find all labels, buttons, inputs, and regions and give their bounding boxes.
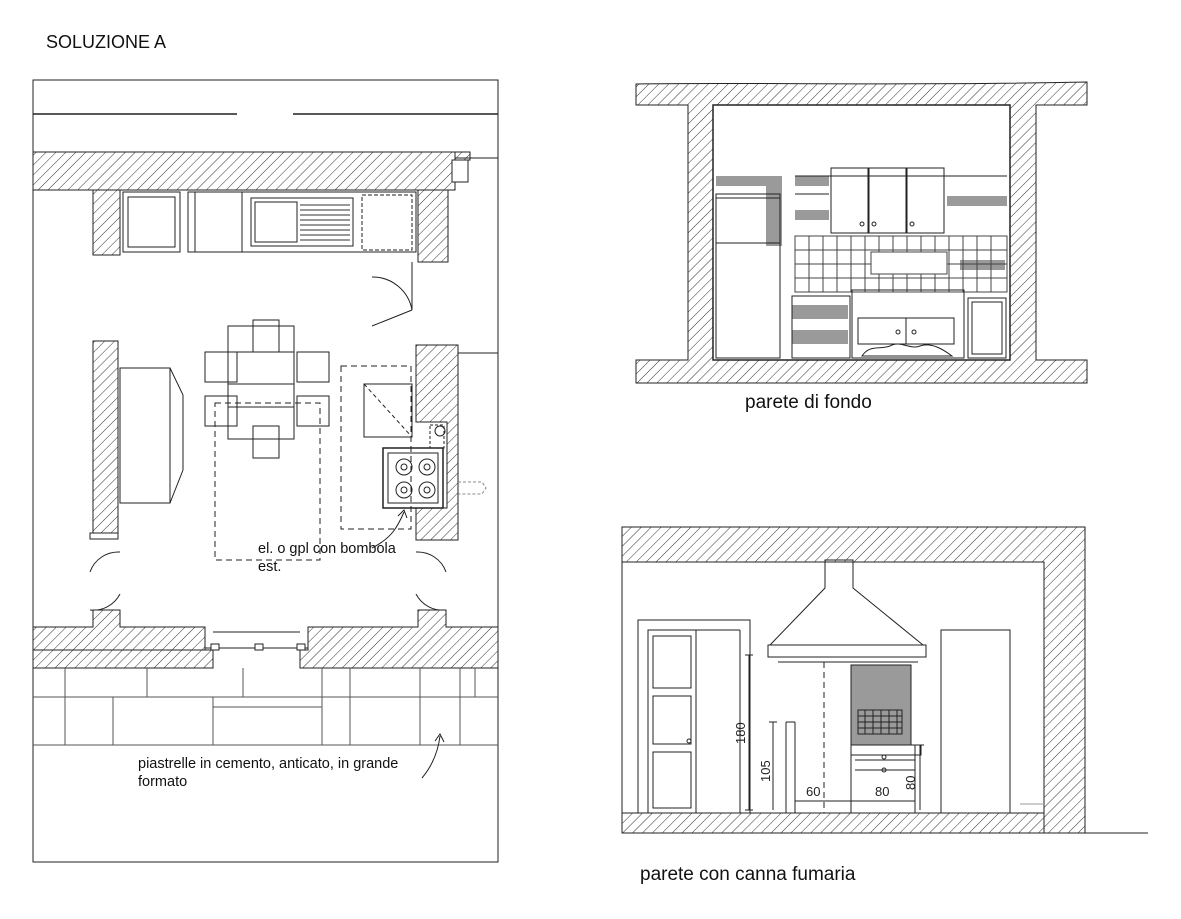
- top-wall-left-pier: [92, 189, 121, 256]
- dim-label-180: 180: [733, 722, 748, 744]
- right-wall: [415, 344, 459, 541]
- elev-wall-cabinet: [906, 167, 945, 234]
- stove-note-arrow: [371, 511, 405, 549]
- dim-label-60: 60: [806, 784, 821, 799]
- plan-dishwasher: [361, 194, 413, 251]
- elev-fridge: [715, 193, 781, 359]
- elev-dishwasher: [967, 297, 1007, 359]
- plan-chair: [252, 319, 280, 353]
- plan-sink: [250, 197, 354, 247]
- tiles-note: piastrelle in cemento, anticato, in gran…: [138, 756, 399, 791]
- plan-frame: [32, 79, 499, 863]
- plan-rug: [214, 402, 321, 561]
- plan-chair: [296, 351, 330, 383]
- plan-chair: [296, 395, 330, 427]
- plan-dining-table: [227, 325, 295, 440]
- flue-wall-elevation: [621, 526, 1148, 834]
- plan-chair: [252, 425, 280, 459]
- elev-base-left: [791, 295, 851, 359]
- top-wall-right-pier: [417, 189, 449, 263]
- elev-counter: [851, 289, 965, 359]
- elev-wall-cabinet: [868, 167, 907, 234]
- floor-plan: [32, 79, 499, 863]
- back-wall-caption: parete di fondo: [745, 392, 872, 413]
- elev-backsplash: [794, 235, 1008, 293]
- plan-cabinet: [363, 383, 413, 438]
- plan-counter: [187, 191, 417, 253]
- top-wall-body: [32, 151, 456, 191]
- elev-hood: [768, 559, 925, 646]
- bottom-wall: [32, 609, 206, 651]
- back-wall-elevation: [635, 81, 1088, 384]
- plan-stove: [382, 447, 444, 509]
- plan-fridge: [122, 191, 181, 253]
- plan-door-right-bottom: [415, 551, 447, 573]
- stove-note: el. o gpl con bombola est.: [258, 541, 396, 576]
- elev-tall-unit: [940, 629, 1011, 814]
- left-partition-wall: [92, 340, 119, 537]
- flue-wall-caption: parete con canna fumaria: [640, 864, 856, 885]
- dim-label-80-height: 80: [903, 775, 918, 790]
- plan-door-right-top: [371, 276, 413, 311]
- plan-chair: [204, 395, 238, 427]
- dim-label-80-width: 80: [875, 784, 890, 799]
- plan-sofa: [119, 367, 171, 504]
- plan-chair: [204, 351, 238, 383]
- terrace-tiles: [33, 668, 498, 746]
- page-title: SOLUZIONE A: [46, 32, 167, 52]
- elev-door: [637, 619, 751, 814]
- dim-label-105: 105: [758, 760, 773, 782]
- plan-door-left-bottom: [89, 551, 121, 573]
- elev-wall-cabinet: [830, 167, 869, 234]
- tiles-note-arrow: [421, 735, 441, 779]
